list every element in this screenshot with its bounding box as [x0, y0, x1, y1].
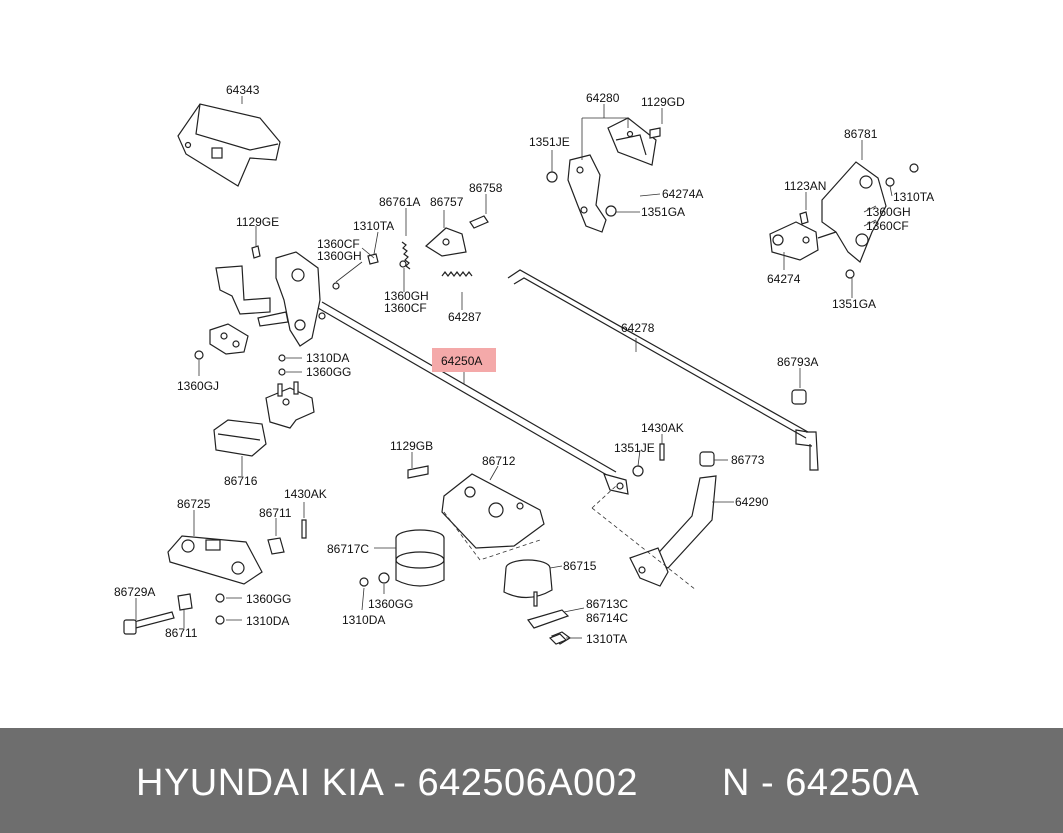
- label-86725: 86725: [177, 497, 211, 511]
- label-1123AN: 1123AN: [784, 179, 826, 193]
- label-64287: 64287: [448, 310, 482, 324]
- label-1360CF-left: 1360CF: [317, 237, 360, 251]
- label-86761A: 86761A: [379, 195, 420, 209]
- part-gasket-plate: [209, 323, 249, 355]
- label-86713C: 86713C: [586, 597, 628, 611]
- label-1360GG: 1360GG: [306, 365, 351, 379]
- label-1310TA-lower: 1310TA: [586, 632, 627, 646]
- label-1430AK: 1430AK: [641, 421, 684, 435]
- label-86758: 86758: [469, 181, 503, 195]
- part-86781-bracket: [769, 161, 887, 263]
- part-64278-rod: [507, 269, 819, 471]
- label-1360CF-mid: 1360CF: [384, 301, 427, 315]
- label-1310TA: 1310TA: [893, 190, 934, 204]
- label-1310DA-left: 1310DA: [246, 614, 289, 628]
- part-86716-pad: [213, 419, 267, 457]
- callout-labels: 64343 64280 1129GD 1351JE 64274A 1351GA …: [114, 83, 934, 646]
- label-1360GG-mid: 1360GG: [368, 597, 413, 611]
- label-1129GB: 1129GB: [390, 439, 433, 453]
- label-64278: 64278: [621, 321, 655, 335]
- label-1360GJ: 1360GJ: [177, 379, 219, 393]
- label-1360GH-left: 1360GH: [317, 249, 362, 263]
- part-86711-bushings: [177, 537, 285, 611]
- highlighted-label-background: [432, 348, 496, 372]
- label-64274: 64274: [767, 272, 801, 286]
- label-64280: 64280: [586, 91, 620, 105]
- label-1360GG-left: 1360GG: [246, 592, 291, 606]
- label-86716: 86716: [224, 474, 258, 488]
- part-86793A: [791, 389, 807, 405]
- label-86715: 86715: [563, 559, 597, 573]
- part-lower-mount: [265, 381, 315, 429]
- exploded-parts-diagram: 64343 64280 1129GD 1351JE 64274A 1351GA …: [114, 83, 934, 646]
- part-springs: [332, 241, 473, 290]
- label-64343: 64343: [226, 83, 260, 97]
- label-64274A: 64274A: [662, 187, 703, 201]
- part-64290-lever: [591, 475, 717, 591]
- part-86715-mount: [503, 559, 572, 645]
- part-86757-bracket: [425, 215, 489, 257]
- label-1129GD: 1129GD: [641, 95, 685, 109]
- footer-brand-part-code: HYUNDAI KIA - 642506A002: [136, 762, 639, 804]
- part-number-footer: HYUNDAI KIA - 642506A002 N - 64250A: [0, 728, 1063, 833]
- label-1360CF: 1360CF: [866, 219, 909, 233]
- part-86729A-bolt: [123, 611, 175, 635]
- label-1351GA: 1351GA: [641, 205, 685, 219]
- part-64343-cover: [177, 103, 281, 187]
- part-main-bracket: [215, 251, 326, 347]
- part-86725-mount: [167, 535, 263, 585]
- part-fasteners: [194, 127, 919, 645]
- label-86773: 86773: [731, 453, 765, 467]
- footer-reference-number: N - 64250A: [722, 762, 920, 804]
- label-1430AK-left: 1430AK: [284, 487, 327, 501]
- label-86729A: 86729A: [114, 585, 155, 599]
- label-86717C: 86717C: [327, 542, 369, 556]
- label-1351GA-right: 1351GA: [832, 297, 876, 311]
- label-1360GH: 1360GH: [866, 205, 911, 219]
- label-86712: 86712: [482, 454, 516, 468]
- label-1310DA: 1310DA: [306, 351, 349, 365]
- leader-lines: [135, 96, 893, 639]
- label-86711: 86711: [259, 506, 292, 520]
- label-64290: 64290: [735, 495, 769, 509]
- label-64250A: 64250A: [441, 354, 482, 368]
- label-86781: 86781: [844, 127, 878, 141]
- label-86793A: 86793A: [777, 355, 818, 369]
- label-1351JE-lower: 1351JE: [614, 441, 655, 455]
- label-86711-lower: 86711: [165, 626, 198, 640]
- label-1310TA-mid: 1310TA: [353, 219, 394, 233]
- part-86712-plate: [441, 473, 545, 561]
- label-1310DA-mid: 1310DA: [342, 613, 385, 627]
- part-86717C-mount: [395, 529, 445, 587]
- part-64250A-rod: [317, 301, 629, 495]
- label-1360GH-mid: 1360GH: [384, 289, 429, 303]
- label-86757: 86757: [430, 195, 464, 209]
- label-1351JE: 1351JE: [529, 135, 570, 149]
- part-86773: [699, 451, 715, 467]
- label-86714C: 86714C: [586, 611, 628, 625]
- part-64280-bracket: [567, 117, 657, 233]
- label-1129GE: 1129GE: [236, 215, 279, 229]
